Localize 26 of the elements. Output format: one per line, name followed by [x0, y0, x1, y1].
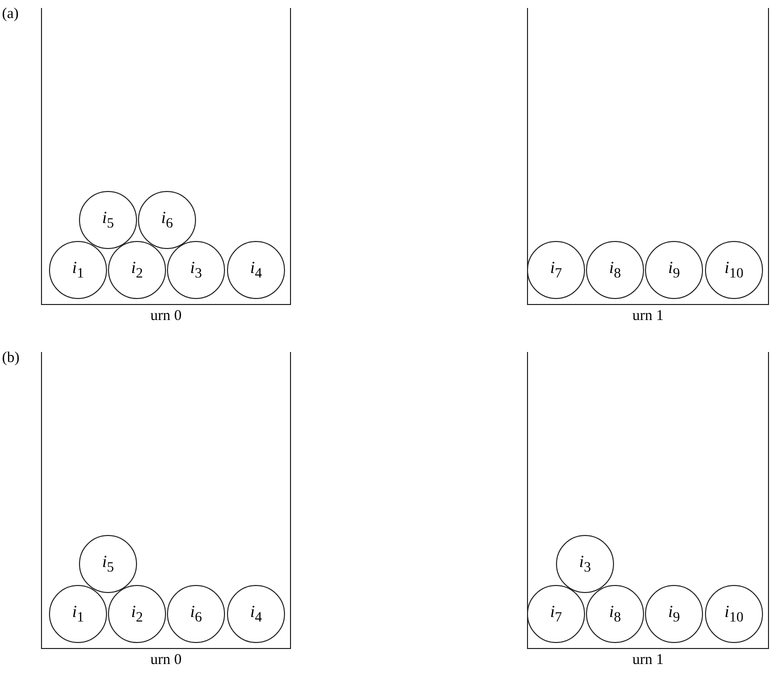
ball-circle: i$_{4}$ — [227, 585, 285, 643]
ball-circle: i$_{4}$ — [227, 241, 285, 299]
ball-circle: i$_{9}$ — [645, 241, 703, 299]
ball-circle: i$_{3}$ — [167, 241, 225, 299]
ball-circle: i$_{10}$ — [705, 241, 763, 299]
urn-label: urn 1 — [631, 308, 665, 325]
ball-circle: i$_{5}$ — [79, 191, 137, 249]
ball-circle: i$_{9}$ — [645, 585, 703, 643]
ball-circle: i$_{1}$ — [49, 241, 107, 299]
ball-circle: i$_{2}$ — [108, 241, 166, 299]
urn-label: urn 1 — [631, 652, 665, 669]
ball-circle: i$_{3}$ — [556, 535, 614, 593]
urn-label: urn 0 — [149, 652, 183, 669]
panel-label: (a) — [2, 6, 19, 23]
ball-circle: i$_{1}$ — [49, 585, 107, 643]
ball-circle: i$_{7}$ — [527, 585, 585, 643]
urn-label: urn 0 — [149, 308, 183, 325]
ball-circle: i$_{8}$ — [586, 585, 644, 643]
ball-circle: i$_{6}$ — [167, 585, 225, 643]
ball-circle: i$_{8}$ — [586, 241, 644, 299]
ball-circle: i$_{2}$ — [108, 585, 166, 643]
ball-circle: i$_{7}$ — [527, 241, 585, 299]
ball-circle: i$_{5}$ — [79, 535, 137, 593]
ball-circle: i$_{6}$ — [138, 191, 196, 249]
panel-label: (b) — [2, 350, 20, 367]
ball-circle: i$_{10}$ — [705, 585, 763, 643]
